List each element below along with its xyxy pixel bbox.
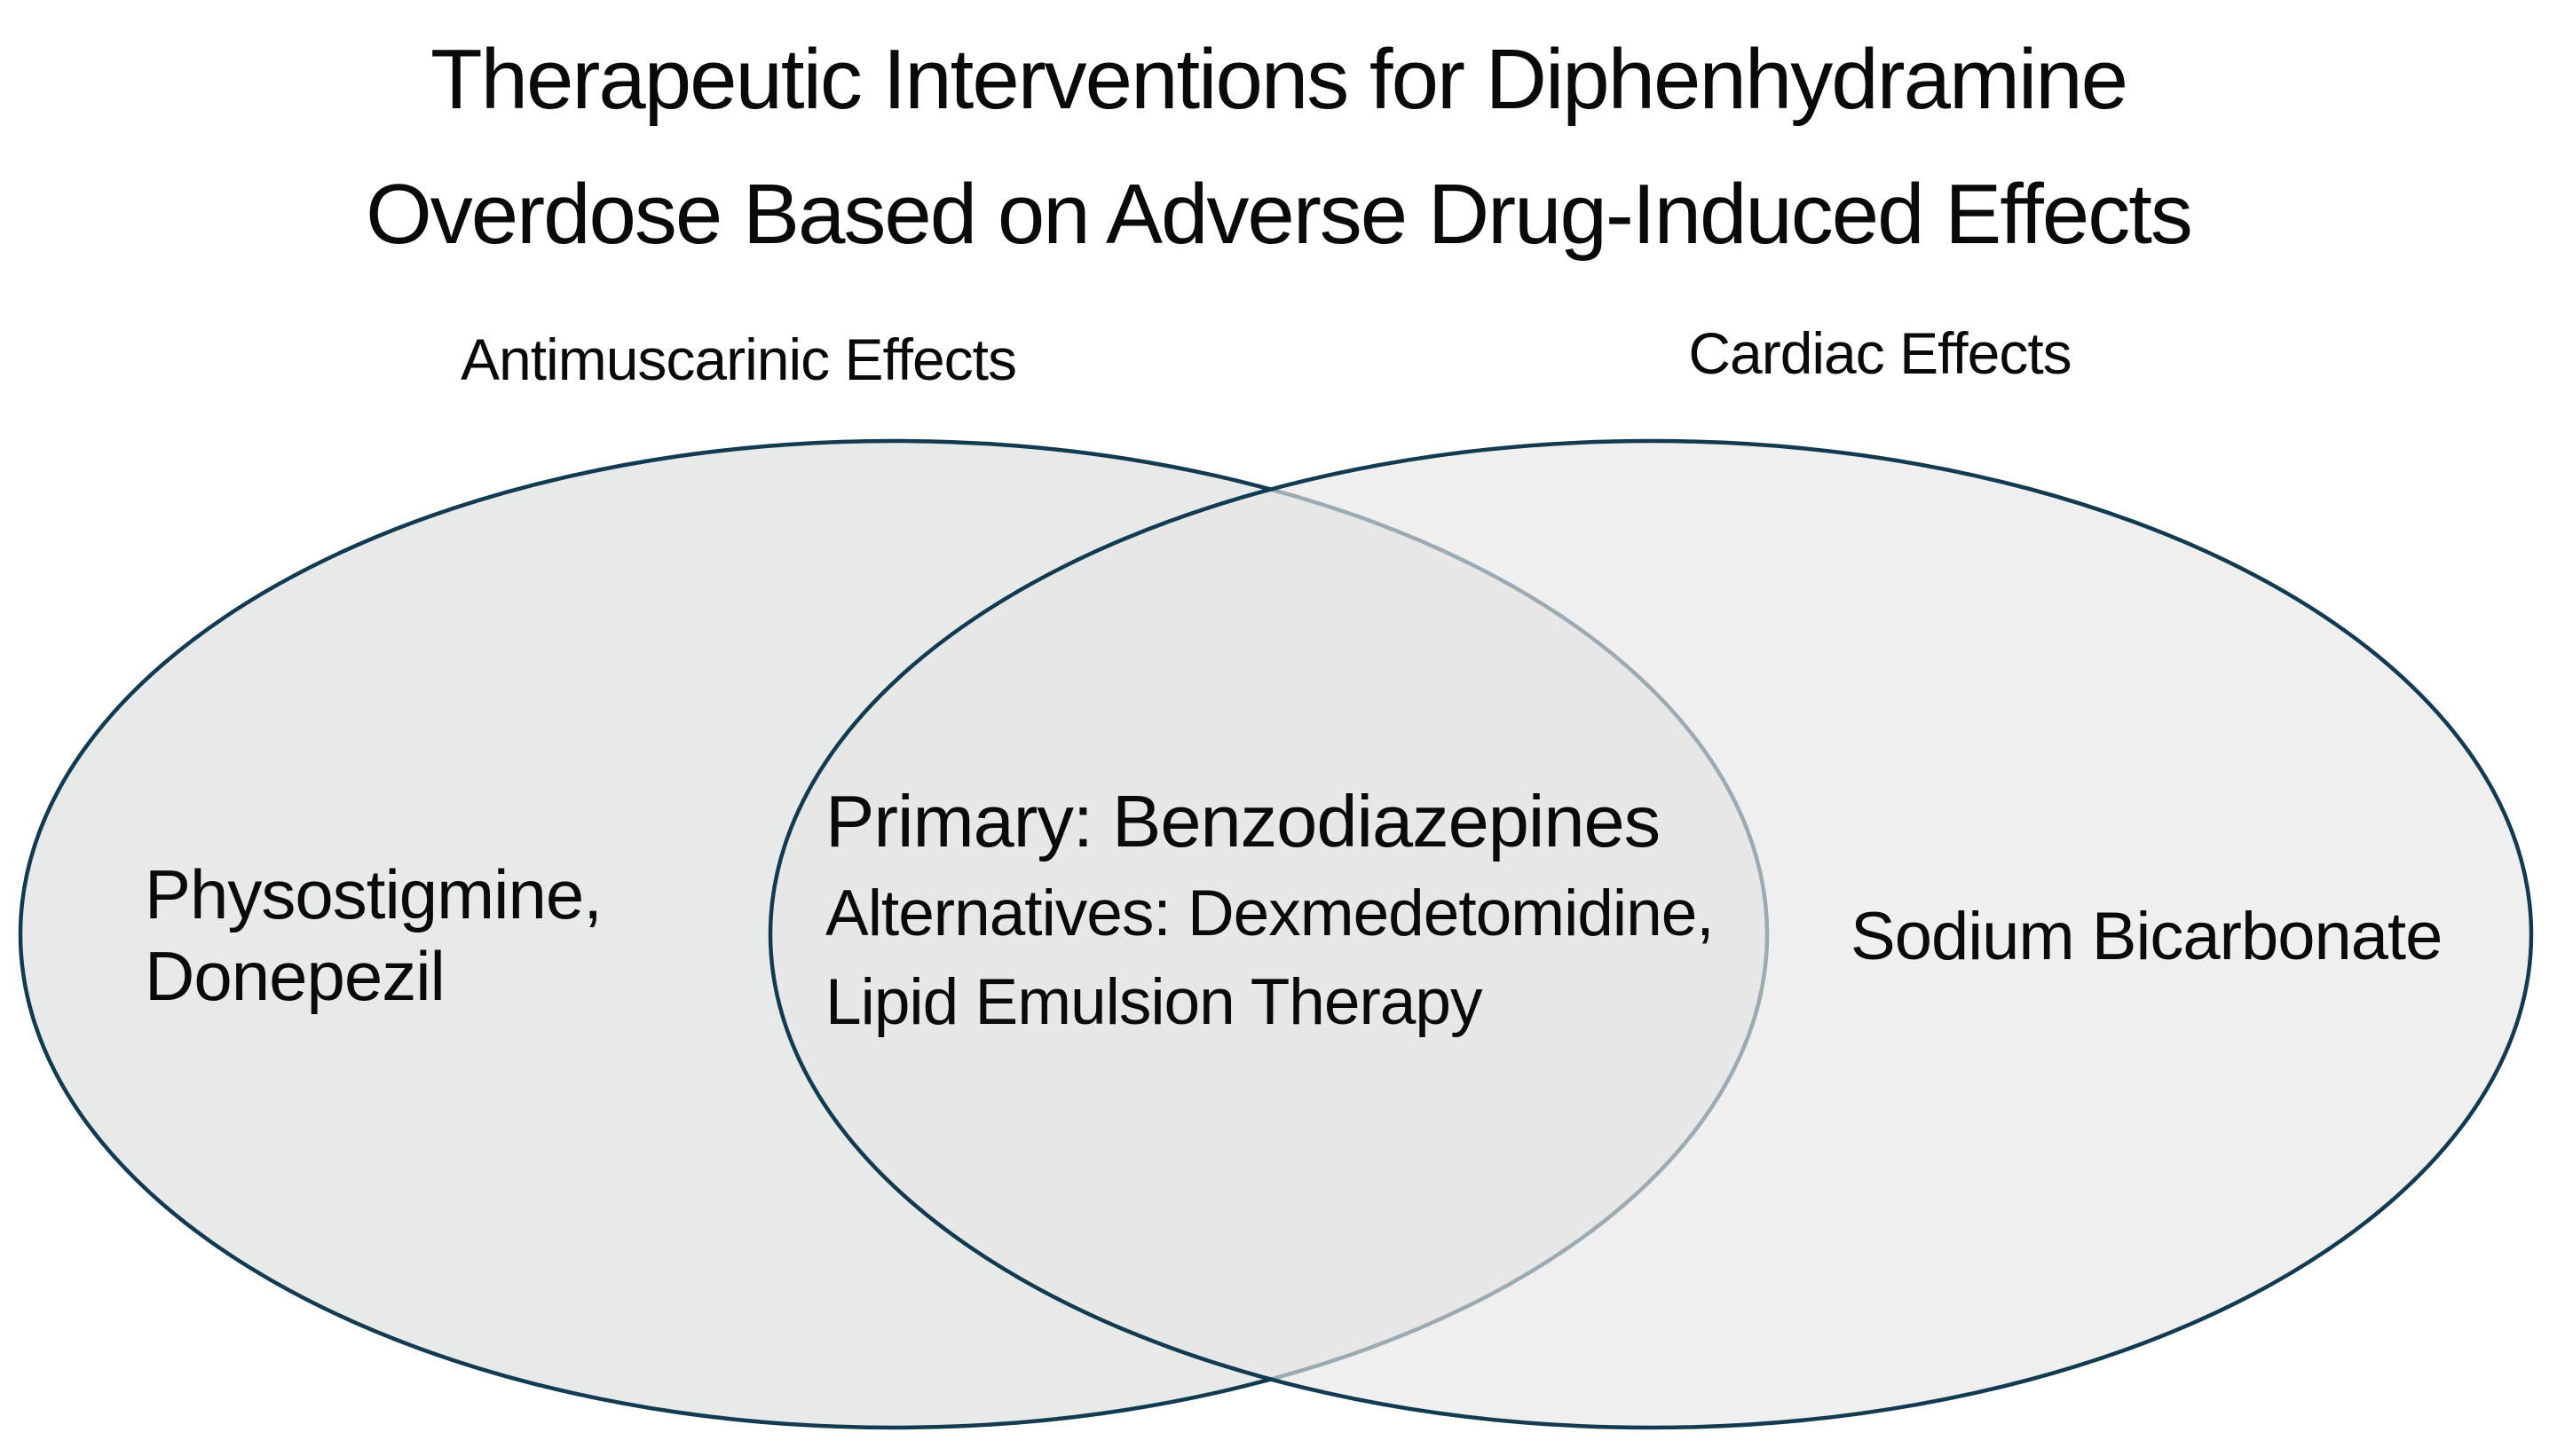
intersection-alternatives-line-1: Alternatives: Dexmedetomidine, xyxy=(825,878,1715,949)
left-set-label: Antimuscarinic Effects xyxy=(460,327,1017,392)
intersection-alternatives-line-2: Lipid Emulsion Therapy xyxy=(825,966,1483,1038)
intersection-primary-line: Primary: Benzodiazepines xyxy=(825,780,1661,862)
right-set-ellipse-fill xyxy=(770,441,2531,1428)
diagram-title: Therapeutic Interventions for Diphenhydr… xyxy=(0,12,2557,282)
right-set-label: Cardiac Effects xyxy=(1688,320,2072,386)
diagram-title-line-2: Overdose Based on Adverse Drug-Induced E… xyxy=(366,167,2193,262)
right-set-ellipse-outline xyxy=(768,438,2534,1430)
left-set-items: Physostigmine, Donepezil xyxy=(145,854,603,1017)
left-set-item-line-1: Physostigmine, xyxy=(145,855,603,933)
diagram-title-line-1: Therapeutic Interventions for Diphenhydr… xyxy=(430,32,2128,127)
left-set-item-line-2: Donepezil xyxy=(145,937,446,1015)
intersection-items: Primary: Benzodiazepines Alternatives: D… xyxy=(825,774,1715,1047)
right-set-item: Sodium Bicarbonate xyxy=(1851,899,2443,974)
